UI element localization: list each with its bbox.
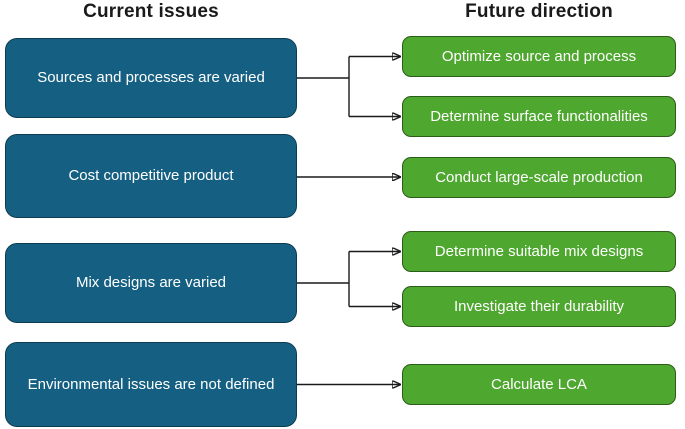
direction-box-label: Optimize source and process — [441, 47, 637, 65]
direction-box-large-scale-production: Conduct large-scale production — [402, 157, 676, 198]
issue-box-mix-designs: Mix designs are varied — [5, 243, 297, 323]
issue-box-label: Environmental issues are not defined — [27, 375, 275, 393]
direction-box-label: Calculate LCA — [491, 375, 587, 393]
direction-box-label: Investigate their durability — [453, 297, 625, 315]
direction-box-label: Determine surface functionalities — [430, 107, 648, 125]
issue-box-label: Sources and processes are varied — [37, 69, 265, 86]
current-issues-title: Current issues — [83, 1, 219, 22]
direction-box-optimize-source: Optimize source and process — [402, 36, 676, 77]
issue-box-environment: Environmental issues are not defined — [5, 342, 297, 427]
issue-box-cost: Cost competitive product — [5, 134, 297, 218]
direction-box-label: Conduct large-scale production — [435, 168, 643, 186]
arrow-mix-branch — [297, 252, 400, 307]
direction-box-surface-functionalities: Determine surface functionalities — [402, 96, 676, 137]
issue-box-label: Mix designs are varied — [75, 274, 227, 291]
arrow-sources-branch — [297, 57, 400, 117]
direction-box-durability: Investigate their durability — [402, 286, 676, 327]
issue-box-sources: Sources and processes are varied — [5, 38, 297, 118]
direction-box-suitable-mix-designs: Determine suitable mix designs — [402, 231, 676, 272]
direction-box-lca: Calculate LCA — [402, 364, 676, 405]
future-direction-title: Future direction — [465, 1, 613, 22]
issue-box-label: Cost competitive product — [68, 167, 234, 184]
direction-box-label: Determine suitable mix designs — [434, 242, 644, 260]
